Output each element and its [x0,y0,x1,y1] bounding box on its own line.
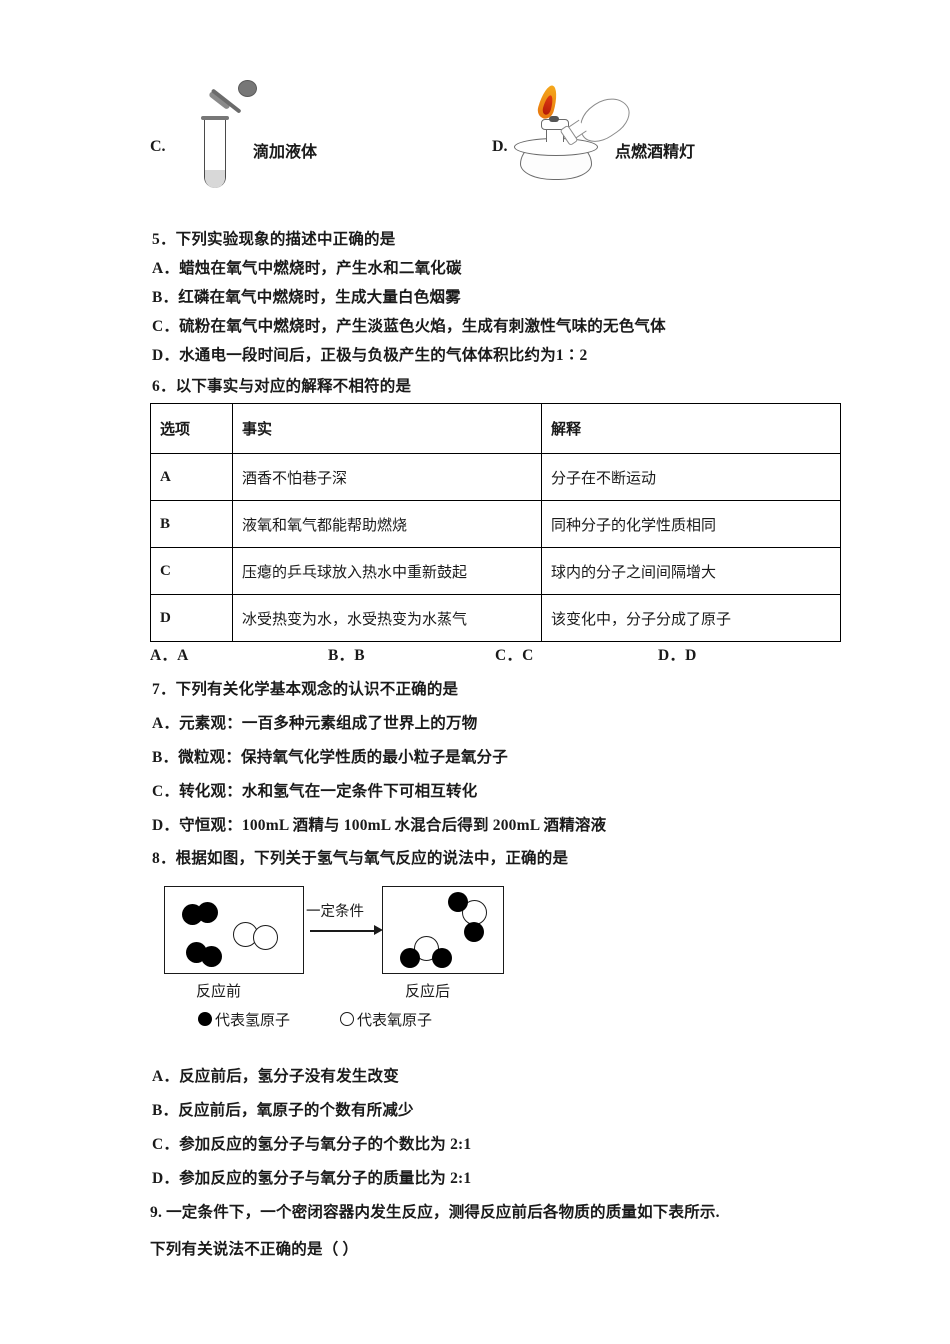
hydrogen-atom [197,902,218,923]
hydrogen-atom [432,948,452,968]
table-row: B 液氧和氧气都能帮助燃烧 同种分子的化学性质相同 [150,500,841,548]
question-6-answer-d: D．D [658,647,697,664]
question-8-option-b: B．反应前后，氧原子的个数有所减少 [152,1102,414,1119]
hydrogen-atom [448,892,468,912]
question-8-option-c: C．参加反应的氢分子与氧分子的个数比为 2:1 [152,1136,472,1153]
question-8-stem: 8．根据如图，下列关于氢气与氧气反应的说法中，正确的是 [152,850,569,867]
test-tube-dropper-icon [190,78,260,198]
table-row: D 冰受热变为水，水受热变为水蒸气 该变化中，分子分成了原子 [150,594,841,642]
question-9-stem-line-1: 9. 一定条件下，一个密闭容器内发生反应，测得反应前后各物质的质量如下表所示. [150,1204,720,1221]
question-6-table: 选项 事实 解释 A 酒香不怕巷子深 分子在不断运动 B 液氧和氧气都能帮助燃烧… [150,403,841,642]
table-cell-explanation: 分子在不断运动 [541,453,841,501]
reaction-diagram: 一定条件 反应前 反应后 代表氢原子 代表氧原子 [160,884,520,1044]
caption-before-reaction: 反应前 [196,983,242,1000]
table-cell-fact: 液氧和氧气都能帮助燃烧 [232,500,542,548]
alcohol-lamp-icon [512,76,637,196]
table-header-fact: 事实 [232,403,542,454]
question-5-option-c: C．硫粉在氧气中燃烧时，产生淡蓝色火焰，生成有刺激性气味的无色气体 [152,318,666,335]
table-header-row: 选项 事实 解释 [150,403,841,454]
table-cell-option: A [150,453,233,501]
legend-oxygen-icon [340,1012,354,1026]
question-5-stem: 5．下列实验现象的描述中正确的是 [152,231,396,248]
table-row: A 酒香不怕巷子深 分子在不断运动 [150,453,841,501]
legend-hydrogen-label: 代表氢原子 [215,1012,291,1029]
question-7-stem: 7．下列有关化学基本观念的认识不正确的是 [152,681,459,698]
question-8-option-a: A．反应前后，氢分子没有发生改变 [152,1068,399,1085]
table-cell-option: B [150,500,233,548]
table-cell-fact: 压瘪的乒乓球放入热水中重新鼓起 [232,547,542,595]
hydrogen-atom [400,948,420,968]
hydrogen-atom [464,922,484,942]
oxygen-atom [253,925,278,950]
picture-choice-row: C. 滴加液体 D. 点燃酒精灯 [0,0,950,210]
question-5-option-a: A．蜡烛在氧气中燃烧时，产生水和二氧化碳 [152,260,462,277]
table-cell-option: C [150,547,233,595]
reaction-arrow-head [374,925,383,935]
question-7-option-b: B．微粒观：保持氧气化学性质的最小粒子是氧分子 [152,749,508,766]
choice-caption-c: 滴加液体 [253,144,318,161]
table-row: C 压瘪的乒乓球放入热水中重新鼓起 球内的分子之间间隔增大 [150,547,841,595]
table-cell-explanation: 球内的分子之间间隔增大 [541,547,841,595]
question-6-stem: 6．以下事实与对应的解释不相符的是 [152,378,412,395]
hydrogen-atom [201,946,222,967]
table-header-option: 选项 [150,403,233,454]
table-cell-explanation: 同种分子的化学性质相同 [541,500,841,548]
question-6-answer-c: C．C [495,647,534,664]
legend-hydrogen-icon [198,1012,212,1026]
choice-caption-d: 点燃酒精灯 [615,144,696,161]
choice-letter-d: D. [492,138,508,155]
question-7-option-a: A．元素观：一百多种元素组成了世界上的万物 [152,715,478,732]
caption-after-reaction: 反应后 [405,983,451,1000]
legend-oxygen-label: 代表氧原子 [357,1012,433,1029]
question-7-option-d: D．守恒观：100mL 酒精与 100mL 水混合后得到 200mL 酒精溶液 [152,817,607,834]
choice-letter-c: C. [150,138,166,155]
question-7-option-c: C．转化观：水和氢气在一定条件下可相互转化 [152,783,478,800]
reaction-arrow [310,930,376,932]
question-6-answer-b: B．B [328,647,365,664]
question-6-answer-a: A．A [150,647,189,664]
diagram-legend: 代表氢原子 代表氧原子 [198,1008,518,1032]
table-cell-fact: 冰受热变为水，水受热变为水蒸气 [232,594,542,642]
question-5-option-b: B．红磷在氧气中燃烧时，生成大量白色烟雾 [152,289,461,306]
question-9-stem-line-2: 下列有关说法不正确的是（ ） [150,1241,359,1258]
table-cell-option: D [150,594,233,642]
reaction-condition-label: 一定条件 [306,904,364,920]
table-cell-fact: 酒香不怕巷子深 [232,453,542,501]
table-header-explanation: 解释 [541,403,841,454]
table-cell-explanation: 该变化中，分子分成了原子 [541,594,841,642]
question-5-option-d: D．水通电一段时间后，正极与负极产生的气体体积比约为1∶2 [152,347,588,364]
question-8-option-d: D．参加反应的氢分子与氧分子的质量比为 2:1 [152,1170,472,1187]
